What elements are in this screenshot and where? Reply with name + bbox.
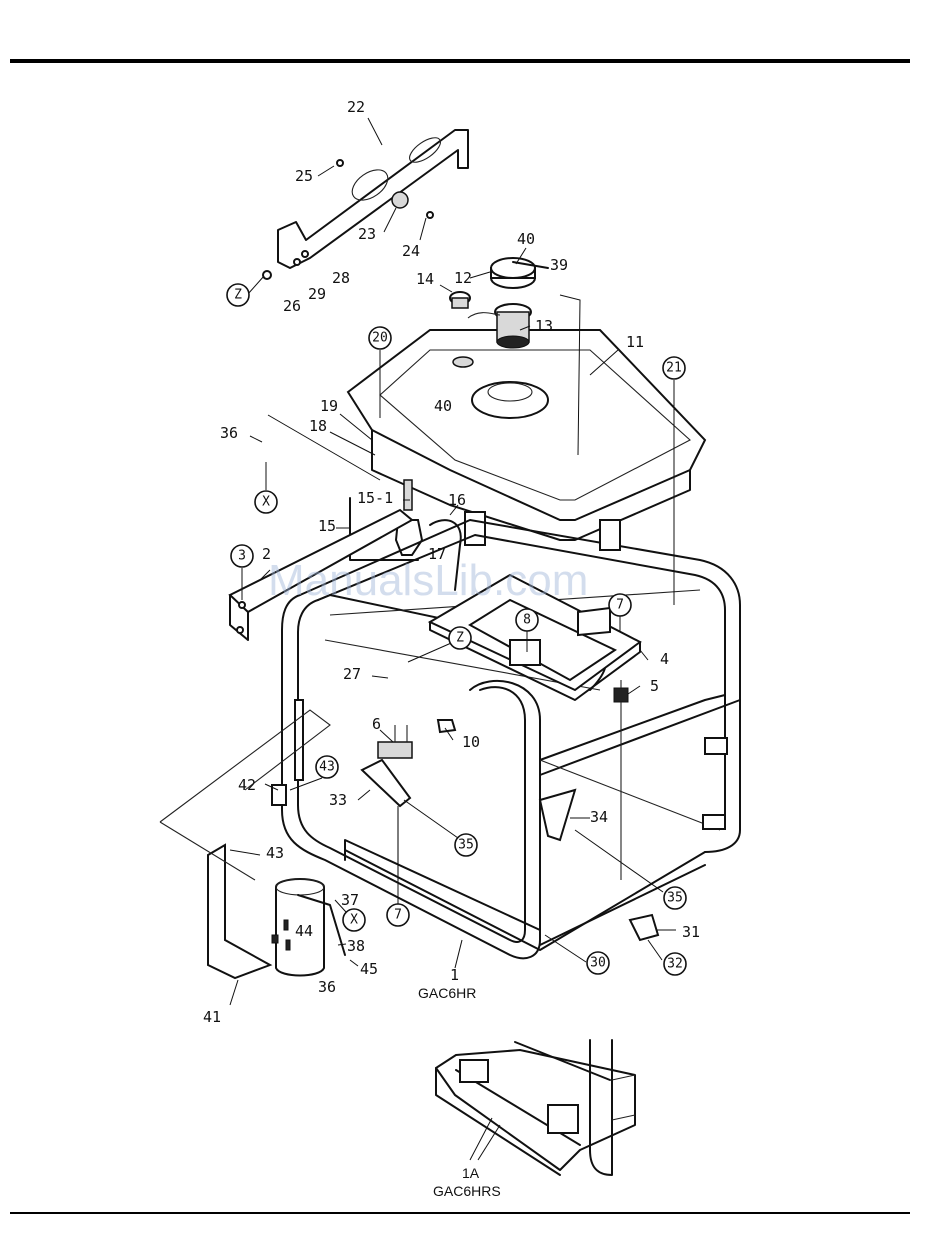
callout-38: 38: [347, 937, 365, 955]
callout-36: 36: [220, 424, 238, 442]
mount-5: [614, 680, 628, 880]
callout-1: 1: [450, 966, 459, 984]
callout-5: 5: [650, 677, 659, 695]
svg-text:21: 21: [666, 361, 682, 376]
fuel-cap-12: [491, 258, 548, 288]
strainer-13: [495, 304, 531, 348]
ref-marker-z-mid: Z: [449, 627, 471, 649]
callout-37: 37: [341, 891, 359, 909]
svg-text:3: 3: [238, 549, 246, 564]
ref-marker-21: 21: [663, 357, 685, 379]
model-name-main: GAC6HR: [418, 985, 476, 1001]
callout-40b: 40: [434, 397, 452, 415]
callout-18: 18: [309, 417, 327, 435]
svg-text:43: 43: [319, 760, 335, 775]
ref-marker-20: 20: [369, 327, 391, 349]
svg-text:7: 7: [394, 908, 402, 923]
callout-24: 24: [402, 242, 420, 260]
ref-marker-35-left: 35: [455, 834, 477, 856]
callout-14: 14: [416, 270, 434, 288]
svg-text:X: X: [262, 495, 270, 510]
ref-marker-30: 30: [587, 952, 609, 974]
bracket-22: [263, 130, 468, 279]
callout-10: 10: [462, 733, 480, 751]
bracket-31: [630, 915, 658, 940]
model-ref-alt: 1A: [462, 1165, 480, 1181]
callout-28: 28: [332, 269, 350, 287]
ref-marker-35-right: 35: [664, 887, 686, 909]
svg-text:30: 30: [590, 956, 606, 971]
inset-frame-1a: [436, 1040, 635, 1175]
svg-text:32: 32: [667, 957, 683, 972]
ref-marker-z-top: Z: [227, 284, 249, 306]
callout-45: 45: [360, 960, 378, 978]
callout-11: 11: [626, 333, 644, 351]
callout-34: 34: [590, 808, 608, 826]
callout-6: 6: [372, 715, 381, 733]
svg-text:8: 8: [523, 613, 531, 628]
callout-25: 25: [295, 167, 313, 185]
svg-text:Z: Z: [234, 288, 242, 303]
callout-22: 22: [347, 98, 365, 116]
ref-marker-x-condenser: X: [343, 909, 365, 931]
callout-26: 26: [283, 297, 301, 315]
callout-41: 41: [203, 1008, 221, 1026]
svg-text:20: 20: [372, 331, 388, 346]
callout-15-1: 15-1: [357, 489, 393, 507]
callout-29: 29: [308, 285, 326, 303]
callout-13: 13: [535, 317, 553, 335]
callout-39: 39: [550, 256, 568, 274]
callout-31: 31: [682, 923, 700, 941]
callout-15: 15: [318, 517, 336, 535]
callout-23: 23: [358, 225, 376, 243]
bracket-34: [540, 790, 575, 840]
model-name-alt: GAC6HRS: [433, 1183, 501, 1199]
ref-marker-3: 3: [231, 545, 253, 567]
svg-text:Z: Z: [456, 631, 464, 646]
callout-4: 4: [660, 650, 669, 668]
svg-text:35: 35: [458, 838, 474, 853]
svg-text:X: X: [350, 913, 358, 928]
svg-text:35: 35: [667, 891, 683, 906]
fuel-tank-11: [348, 330, 705, 540]
ref-marker-7-bottom: 7: [387, 904, 409, 926]
callout-43: 43: [266, 844, 284, 862]
callout-19: 19: [320, 397, 338, 415]
watermark: ManualsLib.com: [268, 556, 588, 605]
callout-12: 12: [454, 269, 472, 287]
callout-36b: 36: [318, 978, 336, 996]
ref-marker-8: 8: [516, 609, 538, 631]
callout-40: 40: [517, 230, 535, 248]
callout-16: 16: [448, 491, 466, 509]
callout-33: 33: [329, 791, 347, 809]
callout-27: 27: [343, 665, 361, 683]
ref-marker-7-top: 7: [609, 594, 631, 616]
ref-marker-x-left: X: [255, 491, 277, 513]
model-captions: GAC6HR 1A GAC6HRS: [418, 985, 501, 1199]
svg-text:7: 7: [616, 598, 624, 613]
callout-42: 42: [238, 776, 256, 794]
ref-marker-32: 32: [664, 953, 686, 975]
mount-6: [362, 725, 412, 880]
cap-14: [450, 292, 500, 318]
callout-44: 44: [295, 922, 313, 940]
ref-marker-43: 43: [316, 756, 338, 778]
